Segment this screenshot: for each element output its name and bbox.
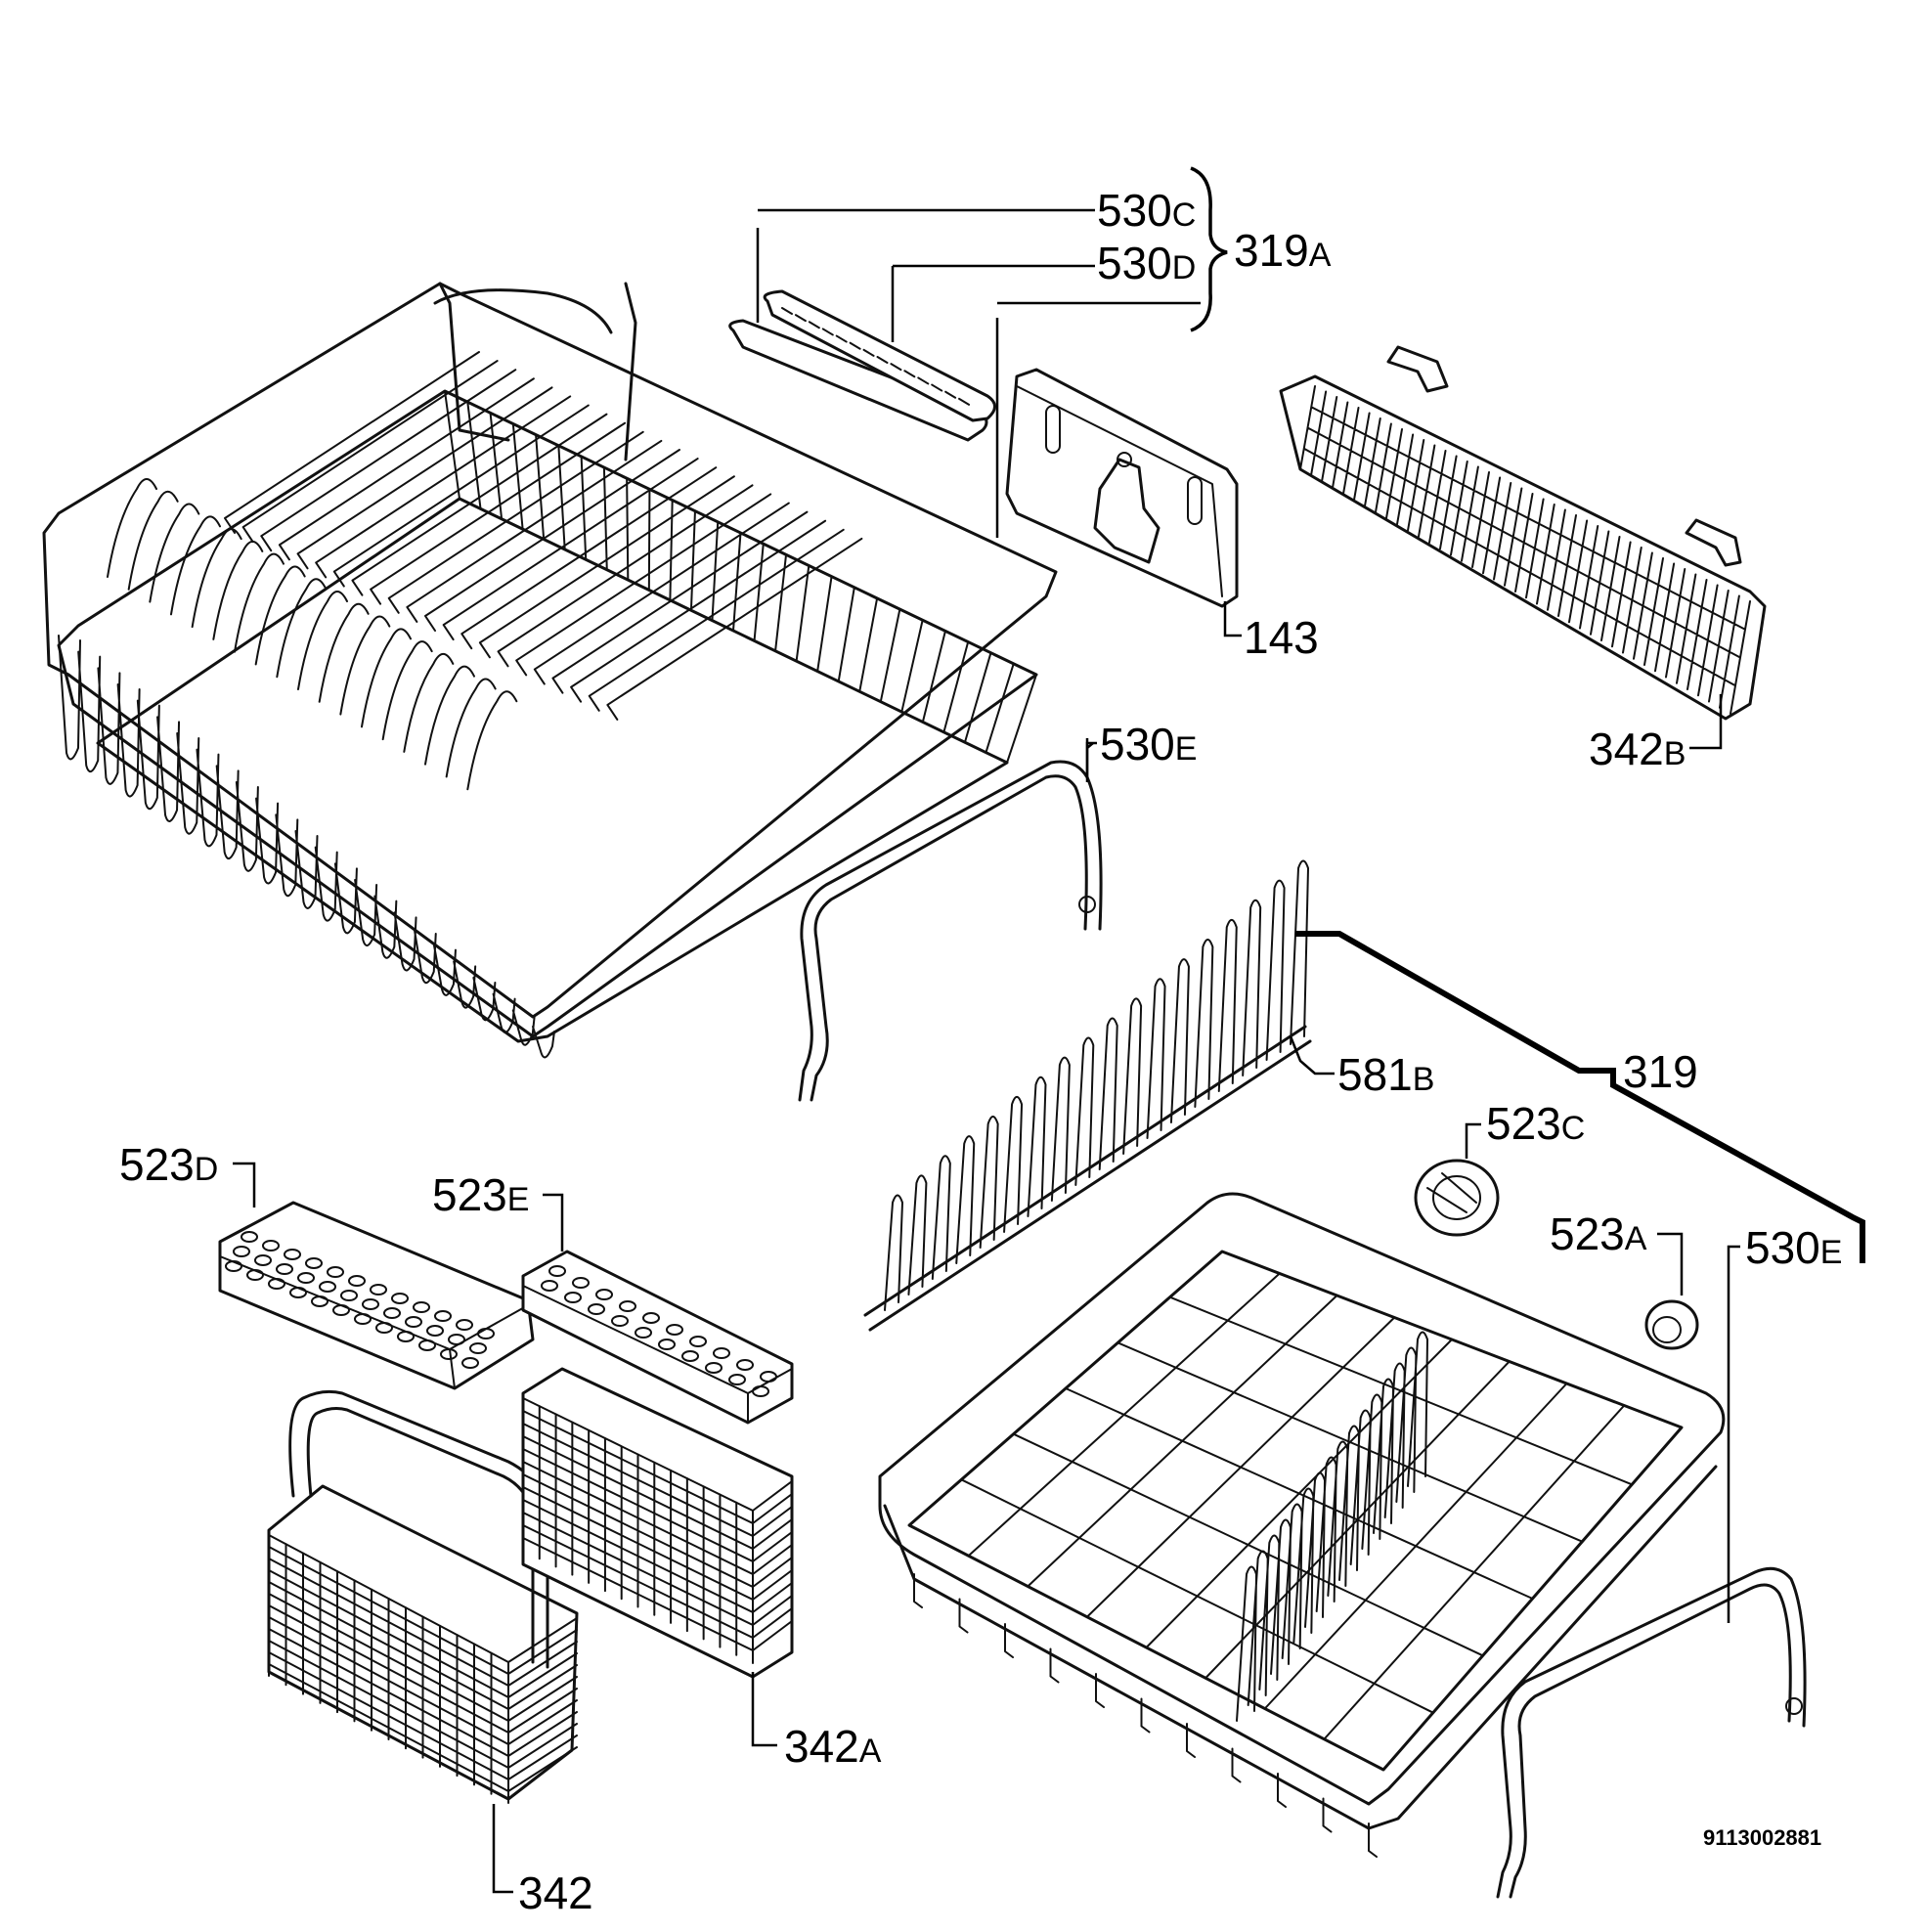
lid-hole <box>611 1315 629 1327</box>
lid-hole <box>434 1310 452 1322</box>
lid-hole <box>340 1290 358 1301</box>
wheel-icon <box>1644 1299 1699 1350</box>
lid-hole <box>477 1328 495 1339</box>
lid-hole <box>728 1374 746 1385</box>
lid-hole <box>354 1313 372 1325</box>
cutlery-lid-icon <box>521 1250 794 1425</box>
wheel-icon <box>1414 1159 1500 1237</box>
callout-523C: 523C <box>1486 1098 1585 1149</box>
cup-shelf-icon <box>1279 345 1767 721</box>
lid-hole <box>254 1254 272 1266</box>
lid-hole <box>289 1287 307 1298</box>
lid-hole <box>225 1260 242 1272</box>
lid-hole <box>418 1339 436 1351</box>
lid-hole <box>572 1277 590 1289</box>
callout-319A: 319A <box>1234 225 1332 276</box>
lid-hole <box>642 1312 660 1324</box>
lid-hole <box>666 1324 683 1336</box>
lid-hole <box>348 1275 366 1287</box>
lid-hole <box>440 1348 458 1360</box>
lid-hole <box>461 1357 479 1369</box>
cutlery-basket-icon <box>521 1367 794 1679</box>
leader-lines <box>233 166 1865 1894</box>
lid-hole <box>268 1278 285 1290</box>
lid-hole <box>284 1249 301 1260</box>
callout-530D: 530D <box>1097 238 1196 288</box>
callout-523E: 523E <box>432 1169 529 1220</box>
lid-hole <box>375 1322 393 1334</box>
lid-hole <box>635 1327 652 1339</box>
upper-basket-icon <box>42 282 1058 1059</box>
guide-rail-icon <box>1496 1566 1807 1899</box>
callout-342: 342 <box>518 1867 593 1918</box>
callout-523D: 523D <box>119 1139 218 1190</box>
plate-rack-icon <box>863 859 1312 1332</box>
lid-hole <box>297 1272 315 1284</box>
lid-hole <box>469 1342 487 1354</box>
lid-hole <box>541 1280 558 1292</box>
lid-hole <box>713 1347 730 1359</box>
lid-hole <box>426 1325 444 1337</box>
lid-hole <box>548 1265 566 1277</box>
lid-hole <box>383 1307 401 1319</box>
lid-hole <box>246 1269 264 1281</box>
lid-hole <box>705 1362 723 1374</box>
lid-hole <box>241 1231 258 1243</box>
cutlery-lid-icon <box>218 1201 535 1390</box>
guide-rail-icon <box>798 760 1103 1102</box>
lid-hole <box>262 1240 280 1251</box>
callout-530E-lower: 530E <box>1745 1222 1842 1273</box>
lid-hole <box>752 1385 769 1397</box>
lid-hole <box>681 1350 699 1362</box>
lid-hole <box>332 1304 350 1316</box>
lid-hole <box>405 1316 422 1328</box>
lid-hole <box>362 1298 379 1310</box>
lid-hole <box>276 1263 293 1275</box>
callout-319: 319 <box>1623 1046 1698 1097</box>
lid-hole <box>588 1303 605 1315</box>
document-id: 9113002881 <box>1703 1825 1821 1850</box>
lid-hole <box>619 1300 636 1312</box>
lid-hole <box>305 1257 323 1269</box>
lid-hole <box>233 1246 250 1257</box>
callout-581B: 581B <box>1337 1049 1434 1100</box>
callout-342A: 342A <box>784 1721 882 1772</box>
cutlery-basket-icon <box>267 1389 579 1804</box>
callout-530C: 530C <box>1097 185 1196 236</box>
guide-rail-icon <box>728 289 996 442</box>
lid-hole <box>448 1334 465 1345</box>
lid-hole <box>391 1293 409 1304</box>
lid-hole <box>564 1292 582 1303</box>
lid-hole <box>689 1336 707 1347</box>
lid-hole <box>456 1319 473 1331</box>
height-adjuster-icon <box>1005 368 1239 608</box>
lid-hole <box>760 1371 777 1383</box>
lid-hole <box>397 1331 415 1342</box>
lid-hole <box>413 1301 430 1313</box>
lid-hole <box>736 1359 754 1371</box>
lid-hole <box>319 1281 336 1293</box>
lid-hole <box>658 1339 676 1350</box>
lid-hole <box>327 1266 344 1278</box>
lid-hole <box>595 1289 613 1300</box>
callout-530E-upper: 530E <box>1100 719 1197 769</box>
callout-labels: 530C 530D 319A 143 342B 530E 319 581B 52… <box>119 185 1842 1918</box>
callout-143: 143 <box>1244 612 1319 663</box>
lid-hole <box>311 1295 328 1307</box>
lid-hole <box>370 1284 387 1295</box>
callout-342B: 342B <box>1589 724 1686 774</box>
callout-523A: 523A <box>1550 1208 1647 1259</box>
lower-basket-icon <box>878 1192 1726 1858</box>
